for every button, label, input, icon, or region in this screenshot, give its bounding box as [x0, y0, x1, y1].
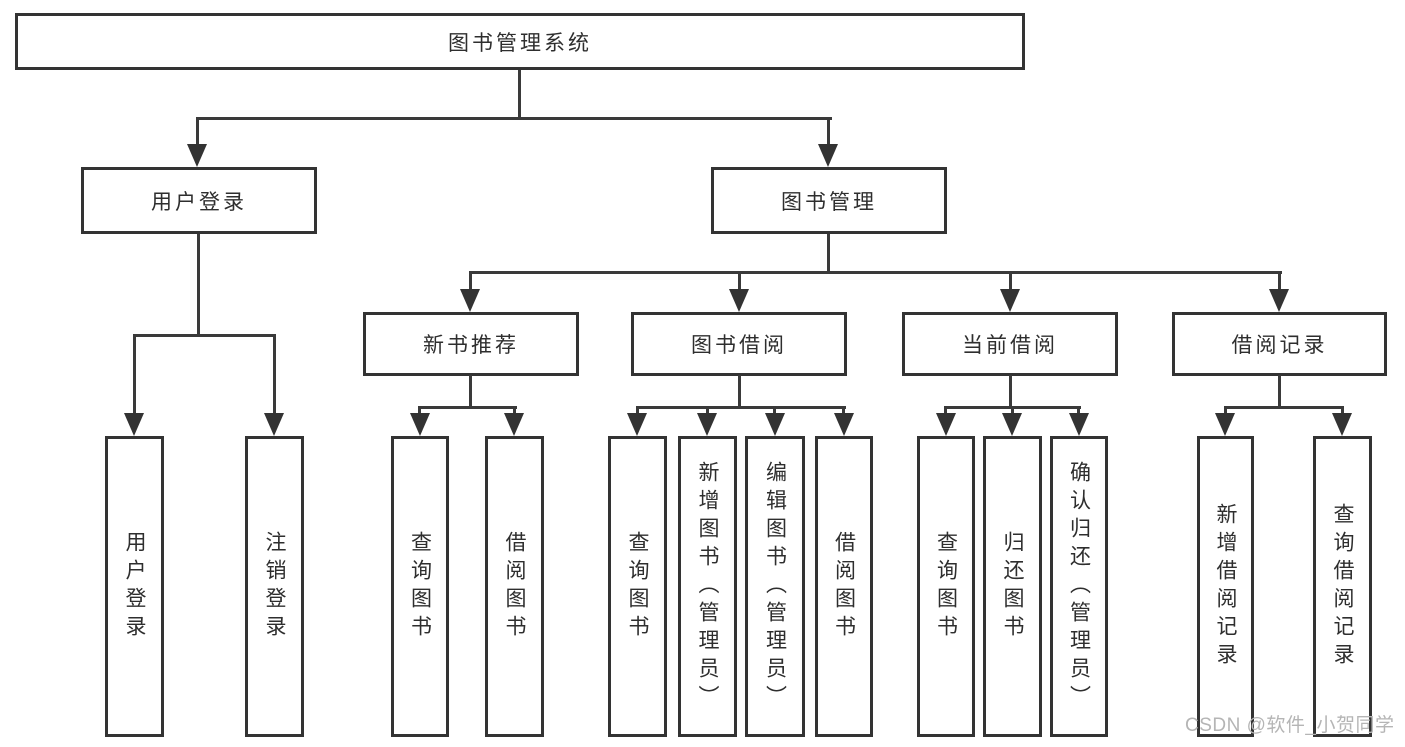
node-user-login-group-label: 用户登录: [151, 190, 247, 214]
node-root: 图书管理系统: [15, 13, 1025, 70]
leaf-borrowing-borrow-books-label: 借阅图书: [832, 530, 856, 643]
node-current-borrowing: 当前借阅: [902, 312, 1118, 376]
leaf-borrowing-borrow-books: 借阅图书: [815, 436, 873, 737]
node-current-borrowing-label: 当前借阅: [962, 334, 1058, 357]
leaf-borrowing-query-books-label: 查询图书: [626, 530, 649, 643]
connector-arrow: [187, 144, 207, 167]
leaf-borrowing-add-books-admin: 新增图书（管理员）: [678, 436, 737, 737]
connector-arrow: [936, 413, 956, 436]
connector-line: [636, 406, 639, 418]
connector-line: [469, 271, 1282, 274]
connector-line: [1009, 375, 1012, 408]
node-user-login-group: 用户登录: [81, 167, 317, 234]
connector-line: [636, 406, 846, 409]
connector-line: [842, 406, 845, 418]
connector-line: [1224, 406, 1344, 409]
connector-line: [827, 234, 830, 274]
connector-line: [738, 271, 741, 292]
connector-arrow: [124, 413, 144, 436]
connector-line: [133, 334, 276, 337]
connector-arrow: [1069, 413, 1089, 436]
connector-line: [469, 271, 472, 292]
node-book-management: 图书管理: [711, 167, 947, 234]
connector-line: [1278, 375, 1281, 408]
leaf-current-query-books-label: 查询图书: [934, 530, 958, 643]
connector-line: [1224, 406, 1227, 418]
leaf-current-return-books-label: 归还图书: [1001, 530, 1024, 643]
connector-line: [1077, 406, 1080, 418]
leaf-records-query-borrow-record-label: 查询借阅记录: [1331, 502, 1354, 671]
connector-line: [196, 117, 199, 147]
leaf-user-login-label: 用户登录: [123, 530, 146, 643]
leaf-newbook-query-books-label: 查询图书: [408, 530, 432, 643]
connector-line: [133, 334, 136, 416]
connector-line: [773, 406, 776, 418]
leaf-logout-login: 注销登录: [245, 436, 304, 737]
node-new-book-recommend: 新书推荐: [363, 312, 579, 376]
leaf-newbook-borrow-books: 借阅图书: [485, 436, 544, 737]
connector-line: [706, 406, 709, 418]
connector-line: [418, 406, 517, 409]
connector-line: [1011, 406, 1014, 418]
connector-arrow: [1215, 413, 1235, 436]
connector-line: [469, 375, 472, 408]
connector-line: [1009, 271, 1012, 292]
connector-arrow: [1002, 413, 1022, 436]
connector-arrow: [818, 144, 838, 167]
node-borrow-records: 借阅记录: [1172, 312, 1387, 376]
node-new-book-recommend-label: 新书推荐: [423, 334, 519, 357]
leaf-user-login: 用户登录: [105, 436, 164, 737]
leaf-borrowing-add-books-admin-label: 新增图书（管理员）: [696, 460, 719, 713]
node-book-management-label: 图书管理: [781, 190, 877, 214]
connector-arrow: [765, 413, 785, 436]
leaf-records-add-borrow-record-label: 新增借阅记录: [1214, 502, 1237, 671]
connector-line: [418, 406, 421, 418]
connector-arrow: [504, 413, 524, 436]
connector-arrow: [1332, 413, 1352, 436]
connector-arrow: [460, 289, 480, 312]
connector-line: [944, 406, 947, 418]
connector-arrow: [627, 413, 647, 436]
connector-line: [196, 117, 832, 120]
leaf-records-add-borrow-record: 新增借阅记录: [1197, 436, 1254, 737]
connector-arrow: [1269, 289, 1289, 312]
connector-arrow: [697, 413, 717, 436]
leaf-newbook-borrow-books-label: 借阅图书: [503, 530, 526, 643]
connector-arrow: [834, 413, 854, 436]
leaf-current-confirm-return-admin-label: 确认归还（管理员）: [1067, 460, 1091, 713]
connector-arrow: [1000, 289, 1020, 312]
node-borrow-records-label: 借阅记录: [1231, 334, 1328, 357]
connector-arrow: [264, 413, 284, 436]
connector-line: [1278, 271, 1281, 292]
node-book-borrowing-label: 图书借阅: [691, 334, 787, 357]
leaf-current-return-books: 归还图书: [983, 436, 1042, 737]
csdn-watermark: CSDN @软件_小贺同学: [1185, 715, 1395, 736]
leaf-newbook-query-books: 查询图书: [391, 436, 449, 737]
node-book-borrowing: 图书借阅: [631, 312, 847, 376]
connector-line: [513, 406, 516, 418]
leaf-current-confirm-return-admin: 确认归还（管理员）: [1050, 436, 1108, 737]
leaf-logout-login-label: 注销登录: [263, 530, 286, 643]
connector-line: [273, 334, 276, 416]
connector-line: [1341, 406, 1344, 418]
leaf-borrowing-edit-books-admin: 编辑图书（管理员）: [745, 436, 805, 737]
leaf-records-query-borrow-record: 查询借阅记录: [1313, 436, 1372, 737]
connector-line: [827, 117, 830, 147]
connector-arrow: [410, 413, 430, 436]
connector-line: [197, 234, 200, 336]
connector-arrow: [729, 289, 749, 312]
connector-line: [738, 375, 741, 408]
connector-line: [518, 70, 521, 119]
leaf-borrowing-query-books: 查询图书: [608, 436, 667, 737]
leaf-borrowing-edit-books-admin-label: 编辑图书（管理员）: [763, 460, 787, 713]
leaf-current-query-books: 查询图书: [917, 436, 975, 737]
node-root-label: 图书管理系统: [448, 31, 592, 55]
